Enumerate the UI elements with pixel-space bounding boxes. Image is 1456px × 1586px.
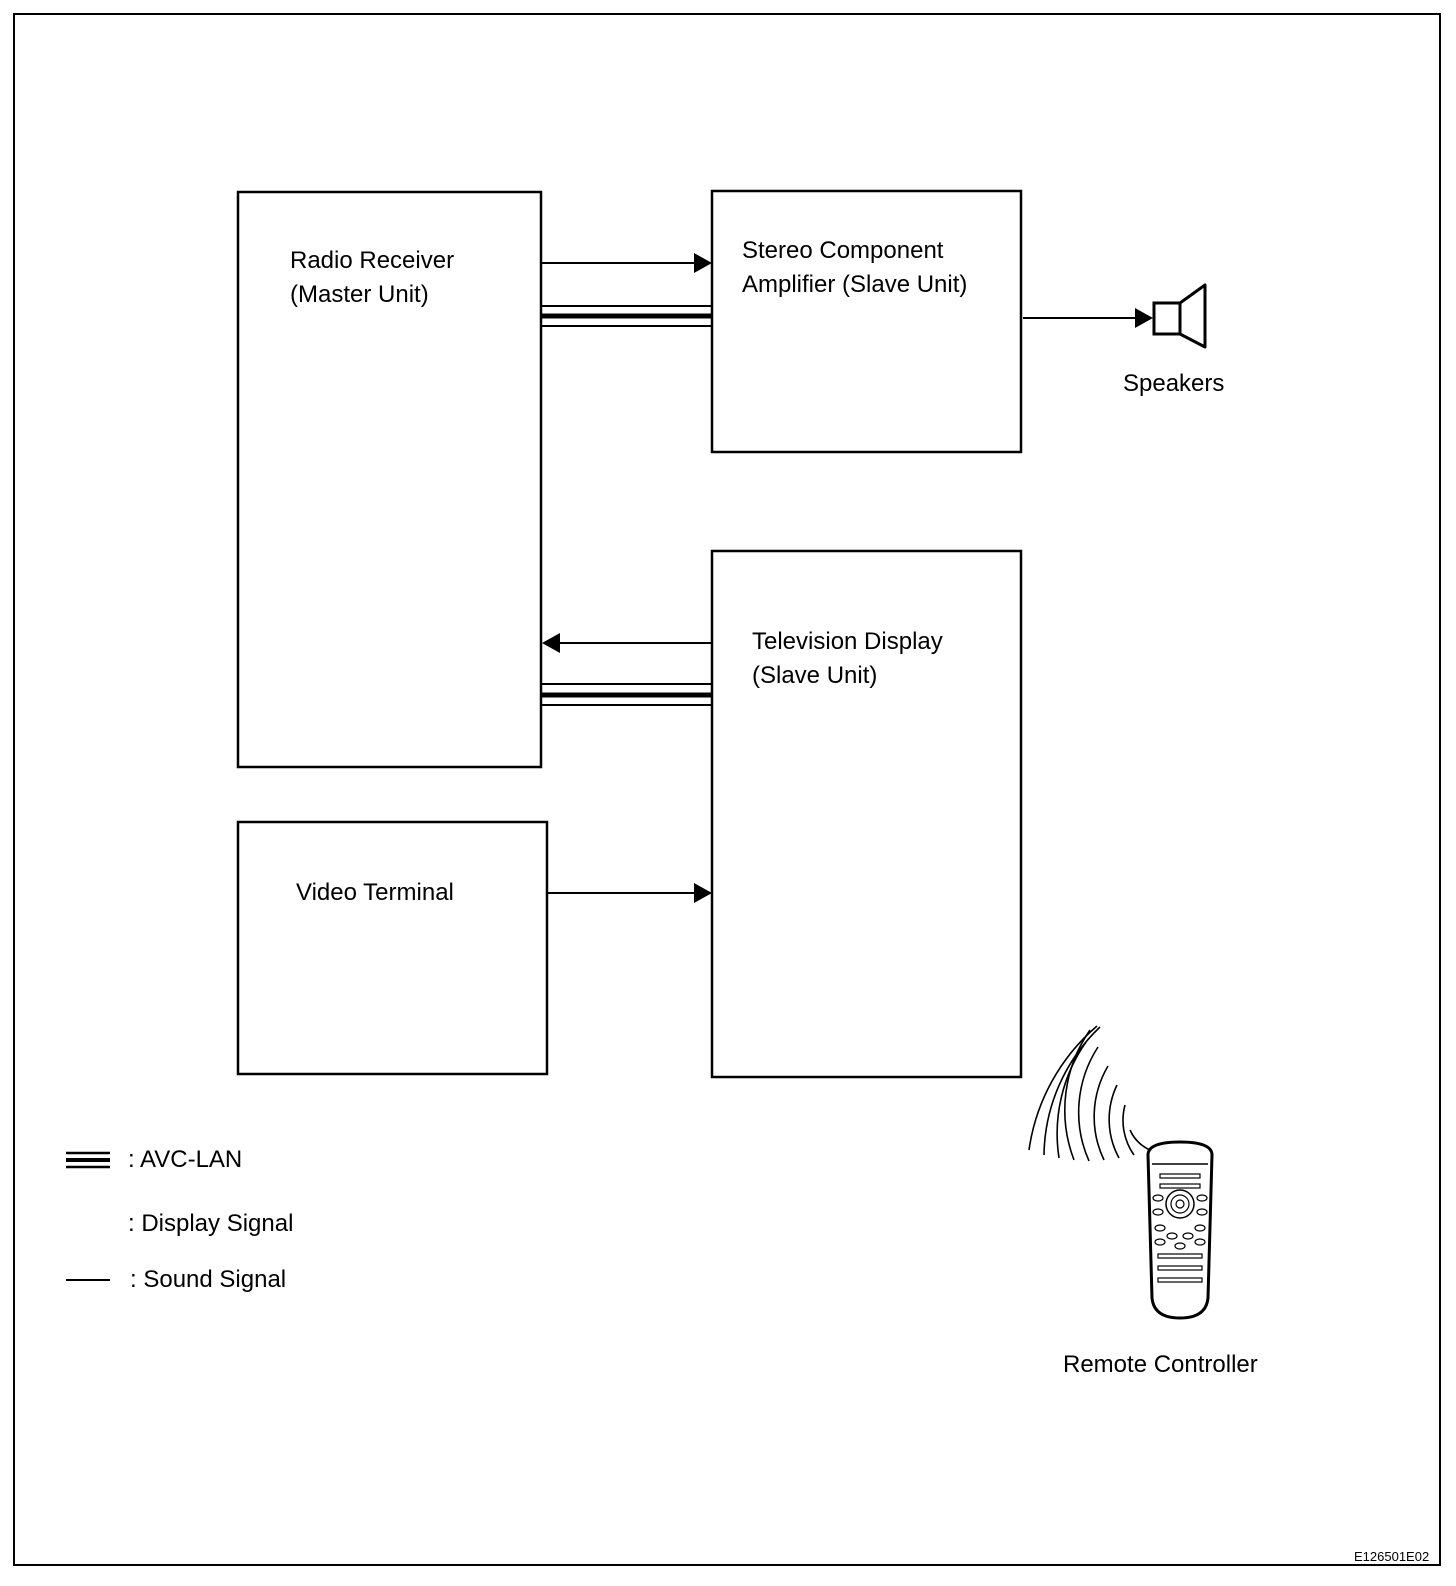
sound-line-video-to-tv [547, 883, 712, 903]
legend-sound-signal-label: : Sound Signal [130, 1266, 287, 1293]
video-terminal-box [236, 820, 549, 1076]
radio-receiver-label-line1: Radio Receiver [290, 247, 455, 274]
television-box [710, 549, 1023, 1079]
legend-avc-lan-label: : AVC-LAN [128, 1146, 243, 1173]
legend-display-signal-label: : Display Signal [128, 1210, 294, 1237]
speakers-label: Speakers [1123, 370, 1225, 397]
legend-avc-lan-swatch [66, 1151, 110, 1169]
stereo-amp-label-line1: Stereo Component [742, 237, 944, 264]
stereo-amp-label-line2: Amplifier (Slave Unit) [742, 271, 968, 298]
remote-controller-label: Remote Controller [1063, 1351, 1258, 1378]
sound-line-tv-to-radio [542, 633, 712, 653]
television-label-line1: Television Display [752, 628, 943, 655]
avc-lan-radio-tv [541, 683, 712, 706]
stereo-amp-box [710, 189, 1023, 454]
radio-receiver-label-line2: (Master Unit) [290, 281, 429, 308]
sound-line-radio-to-amp [541, 253, 712, 273]
remote-controller-icon [1146, 1140, 1214, 1320]
diagram-frame [13, 13, 1441, 1566]
radio-receiver-box [236, 190, 543, 769]
television-label-line2: (Slave Unit) [752, 662, 878, 689]
avc-lan-radio-amp [541, 305, 712, 327]
signal-waves-icon [1028, 1025, 1151, 1162]
video-terminal-label: Video Terminal [296, 879, 454, 906]
document-code: E126501E02 [1354, 1549, 1430, 1564]
speaker-icon [1152, 283, 1207, 349]
sound-line-amp-to-speakers [1023, 308, 1153, 328]
